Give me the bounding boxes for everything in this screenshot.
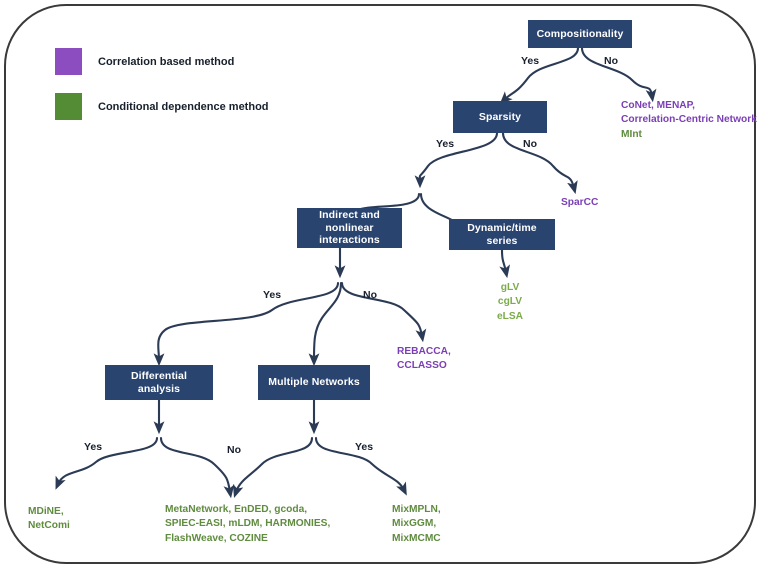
leaf-middle-line3: FlashWeave, COZINE xyxy=(165,532,268,544)
legend-label-correlation: Correlation based method xyxy=(98,55,235,68)
legend-item-conditional: Conditional dependence method xyxy=(55,93,269,120)
branch-label-differential-yes: Yes xyxy=(84,441,103,453)
branch-label-sparsity-no: No xyxy=(523,138,537,150)
node-dynamic-time-series[interactable]: Dynamic/time series xyxy=(449,219,555,250)
leaf-middle-methods: MetaNetwork, EnDED, gcoda, SPIEC-EASI, m… xyxy=(165,503,330,546)
leaf-elsa: eLSA xyxy=(496,310,524,322)
legend-item-correlation: Correlation based method xyxy=(55,48,269,75)
leaf-mixmcmc: MixMCMC xyxy=(392,532,441,544)
leaf-conet-line1: CoNet, MENAP, xyxy=(621,100,695,111)
leaf-sparcc: SparCC xyxy=(561,197,599,208)
leaf-dynamic-methods: gLV cgLV eLSA xyxy=(492,281,528,324)
branch-label-multiple-yes: Yes xyxy=(355,441,374,453)
node-sparsity[interactable]: Sparsity xyxy=(453,101,547,133)
leaf-mdine: MDiNE, xyxy=(28,506,64,517)
branch-label-indirect-yes: Yes xyxy=(263,289,282,301)
legend-label-conditional: Conditional dependence method xyxy=(98,100,269,113)
leaf-rebacca: REBACCA, xyxy=(397,346,451,357)
leaf-differential-yes: MDiNE, NetComi xyxy=(28,505,70,534)
node-indirect-nonlinear[interactable]: Indirect and nonlinear interactions xyxy=(297,208,402,248)
purple-square-swatch-icon xyxy=(55,48,82,75)
node-differential-analysis[interactable]: Differential analysis xyxy=(105,365,213,400)
leaf-cclasso: CCLASSO xyxy=(397,360,447,372)
leaf-mixggm: MixGGM, xyxy=(392,518,437,530)
leaf-middle-line1: MetaNetwork, EnDED, gcoda, xyxy=(165,504,308,515)
node-multiple-networks[interactable]: Multiple Networks xyxy=(258,365,370,400)
branch-label-comp-no: No xyxy=(604,55,618,67)
leaf-compositionality-no: CoNet, MENAP, Correlation-Centric Networ… xyxy=(621,99,768,142)
leaf-mixmpln: MixMPLN, xyxy=(392,504,441,515)
leaf-multiple-yes: MixMPLN, MixGGM, MixMCMC xyxy=(392,503,441,546)
leaf-middle-line2: SPIEC-EASI, mLDM, HARMONIES, xyxy=(165,518,331,530)
leaf-cglv: cgLV xyxy=(497,296,523,308)
node-compositionality[interactable]: Compositionality xyxy=(528,20,632,48)
legend: Correlation based method Conditional dep… xyxy=(55,48,269,138)
branch-label-sparsity-yes: Yes xyxy=(436,138,455,150)
leaf-conet-line3: MInt xyxy=(621,128,642,140)
leaf-netcomi: NetComi xyxy=(28,520,70,532)
green-square-swatch-icon xyxy=(55,93,82,120)
leaf-indirect-no: REBACCA, CCLASSO xyxy=(397,345,451,374)
leaf-glv: gLV xyxy=(500,282,520,293)
branch-label-comp-yes: Yes xyxy=(521,55,540,67)
leaf-conet-line2: Correlation-Centric Network xyxy=(621,114,757,126)
branch-label-differential-no: No xyxy=(227,444,241,456)
outer-frame-border xyxy=(4,4,756,564)
branch-label-indirect-no: No xyxy=(363,289,377,301)
